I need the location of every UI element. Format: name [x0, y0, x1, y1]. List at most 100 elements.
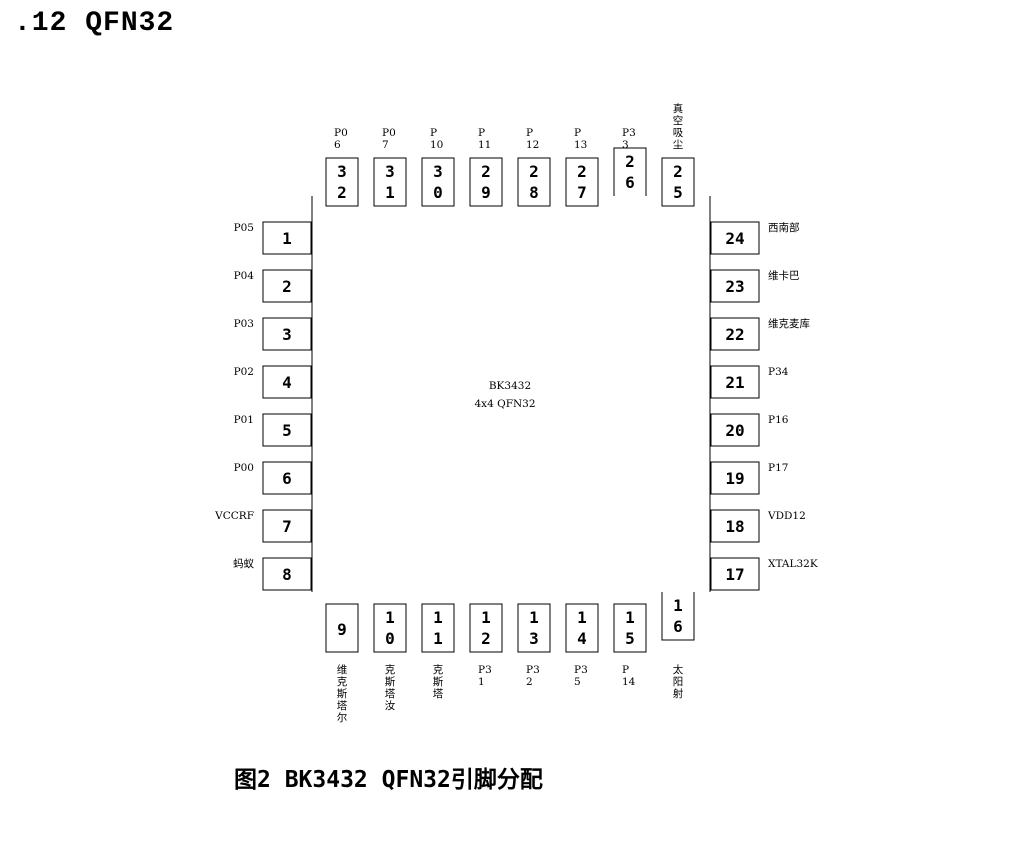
- pin-number: 24: [725, 229, 744, 248]
- pin-number-digit: 5: [625, 629, 635, 648]
- pin-label: 维克麦库: [768, 317, 810, 330]
- pin-box: [262, 461, 312, 495]
- pin-label-line: P: [622, 664, 629, 676]
- pin-box: [661, 592, 695, 641]
- pin-number-digit: 3: [337, 162, 347, 181]
- pin-box: [262, 557, 312, 591]
- pin-label-line: 5: [574, 676, 581, 688]
- pin-box: [421, 157, 455, 207]
- pin-box: [710, 269, 760, 303]
- pin-number-digit: 8: [529, 183, 539, 202]
- pin-label-line: 尘: [673, 139, 684, 151]
- pin-number-digit: 2: [481, 162, 491, 181]
- pin-label-line: P: [526, 127, 533, 139]
- pin-box: [325, 603, 359, 653]
- pin-number: 22: [725, 325, 744, 344]
- pin-number: 23: [725, 277, 744, 296]
- pin-number-digit: 3: [433, 162, 443, 181]
- pin-label-line: 7: [382, 139, 389, 151]
- figure-caption: 图2 BK3432 QFN32引脚分配: [234, 767, 543, 793]
- pin-box: [469, 157, 503, 207]
- pin-label-line: P3: [622, 127, 636, 139]
- pin-label-line: 克: [337, 676, 348, 688]
- pin-label-line: 塔: [433, 687, 444, 700]
- pin-box: [373, 603, 407, 653]
- pin-box: [262, 269, 312, 303]
- pin-box: [262, 413, 312, 447]
- pin-box: [710, 509, 760, 543]
- pin-number-digit: 1: [385, 183, 395, 202]
- pin-label: XTAL32K: [768, 558, 818, 570]
- pin-label-line: 尔: [337, 711, 348, 724]
- pin-number: 7: [282, 517, 292, 536]
- pin-label-line: 太: [673, 663, 684, 676]
- pin-number: 4: [282, 373, 292, 392]
- pin-number: 5: [282, 421, 292, 440]
- pin-box: [710, 461, 760, 495]
- pin-number-digit: 1: [385, 608, 395, 627]
- pin-number-digit: 2: [529, 162, 539, 181]
- pin-label-line: 13: [574, 139, 587, 151]
- pin-label-line: 3: [622, 139, 629, 151]
- pin-label: P05: [234, 222, 254, 234]
- pin-label-line: P3: [574, 664, 588, 676]
- pin-right-22: 22 维克麦库: [710, 317, 810, 351]
- pin-number: 19: [725, 469, 744, 488]
- pin-label-line: 斯: [337, 687, 348, 700]
- pin-label: P04: [234, 270, 255, 282]
- pin-label-line: 12: [526, 139, 539, 151]
- chip-name: BK3432: [489, 380, 531, 392]
- pin-number: 20: [725, 421, 744, 440]
- pin-number-digit: 1: [433, 629, 443, 648]
- pin-label-line: 11: [478, 139, 491, 151]
- pin-box: [262, 317, 312, 351]
- pin-label-line: 吸: [673, 127, 684, 139]
- pin-label-line: 阳: [673, 676, 684, 688]
- pin-label-line: P3: [478, 664, 492, 676]
- pin-label-line: 维: [337, 663, 348, 676]
- pin-label: 维卡巴: [768, 269, 800, 282]
- pin-box: [613, 147, 647, 196]
- pin-label: 蚂蚁: [233, 557, 254, 570]
- pin-label-line: 2: [526, 676, 533, 688]
- pin-number-digit: 7: [577, 183, 587, 202]
- pin-label: P16: [768, 414, 789, 426]
- pin-number-digit: 0: [433, 183, 443, 202]
- pin-top-30: 3 0 P10: [421, 127, 455, 207]
- pin-number-digit: 2: [625, 152, 635, 171]
- pin-label-line: P: [478, 127, 485, 139]
- pin-label-line: 塔: [385, 687, 396, 700]
- pin-number-digit: 1: [673, 596, 683, 615]
- pin-top-28: 2 8 P12: [517, 127, 551, 207]
- pin-box: [710, 557, 760, 591]
- pin-right-20: 20 P16: [710, 413, 789, 447]
- pin-number: 2: [282, 277, 292, 296]
- pin-label-line: 14: [622, 676, 636, 688]
- pin-label-line: 射: [673, 687, 684, 700]
- pin-box: [373, 157, 407, 207]
- pin-box: [517, 157, 551, 207]
- pin-label: P01: [234, 414, 254, 426]
- pin-label-line: 10: [430, 139, 443, 151]
- pin-label-line: 斯: [385, 675, 396, 688]
- pin-label-line: 1: [478, 676, 485, 688]
- pin-label-line: 空: [673, 114, 684, 127]
- pin-number-digit: 1: [481, 608, 491, 627]
- pin-number: 17: [725, 565, 744, 584]
- pin-number-digit: 1: [529, 608, 539, 627]
- pin-number-digit: 3: [385, 162, 395, 181]
- pin-label-line: P: [430, 127, 437, 139]
- pin-number-digit: 1: [625, 608, 635, 627]
